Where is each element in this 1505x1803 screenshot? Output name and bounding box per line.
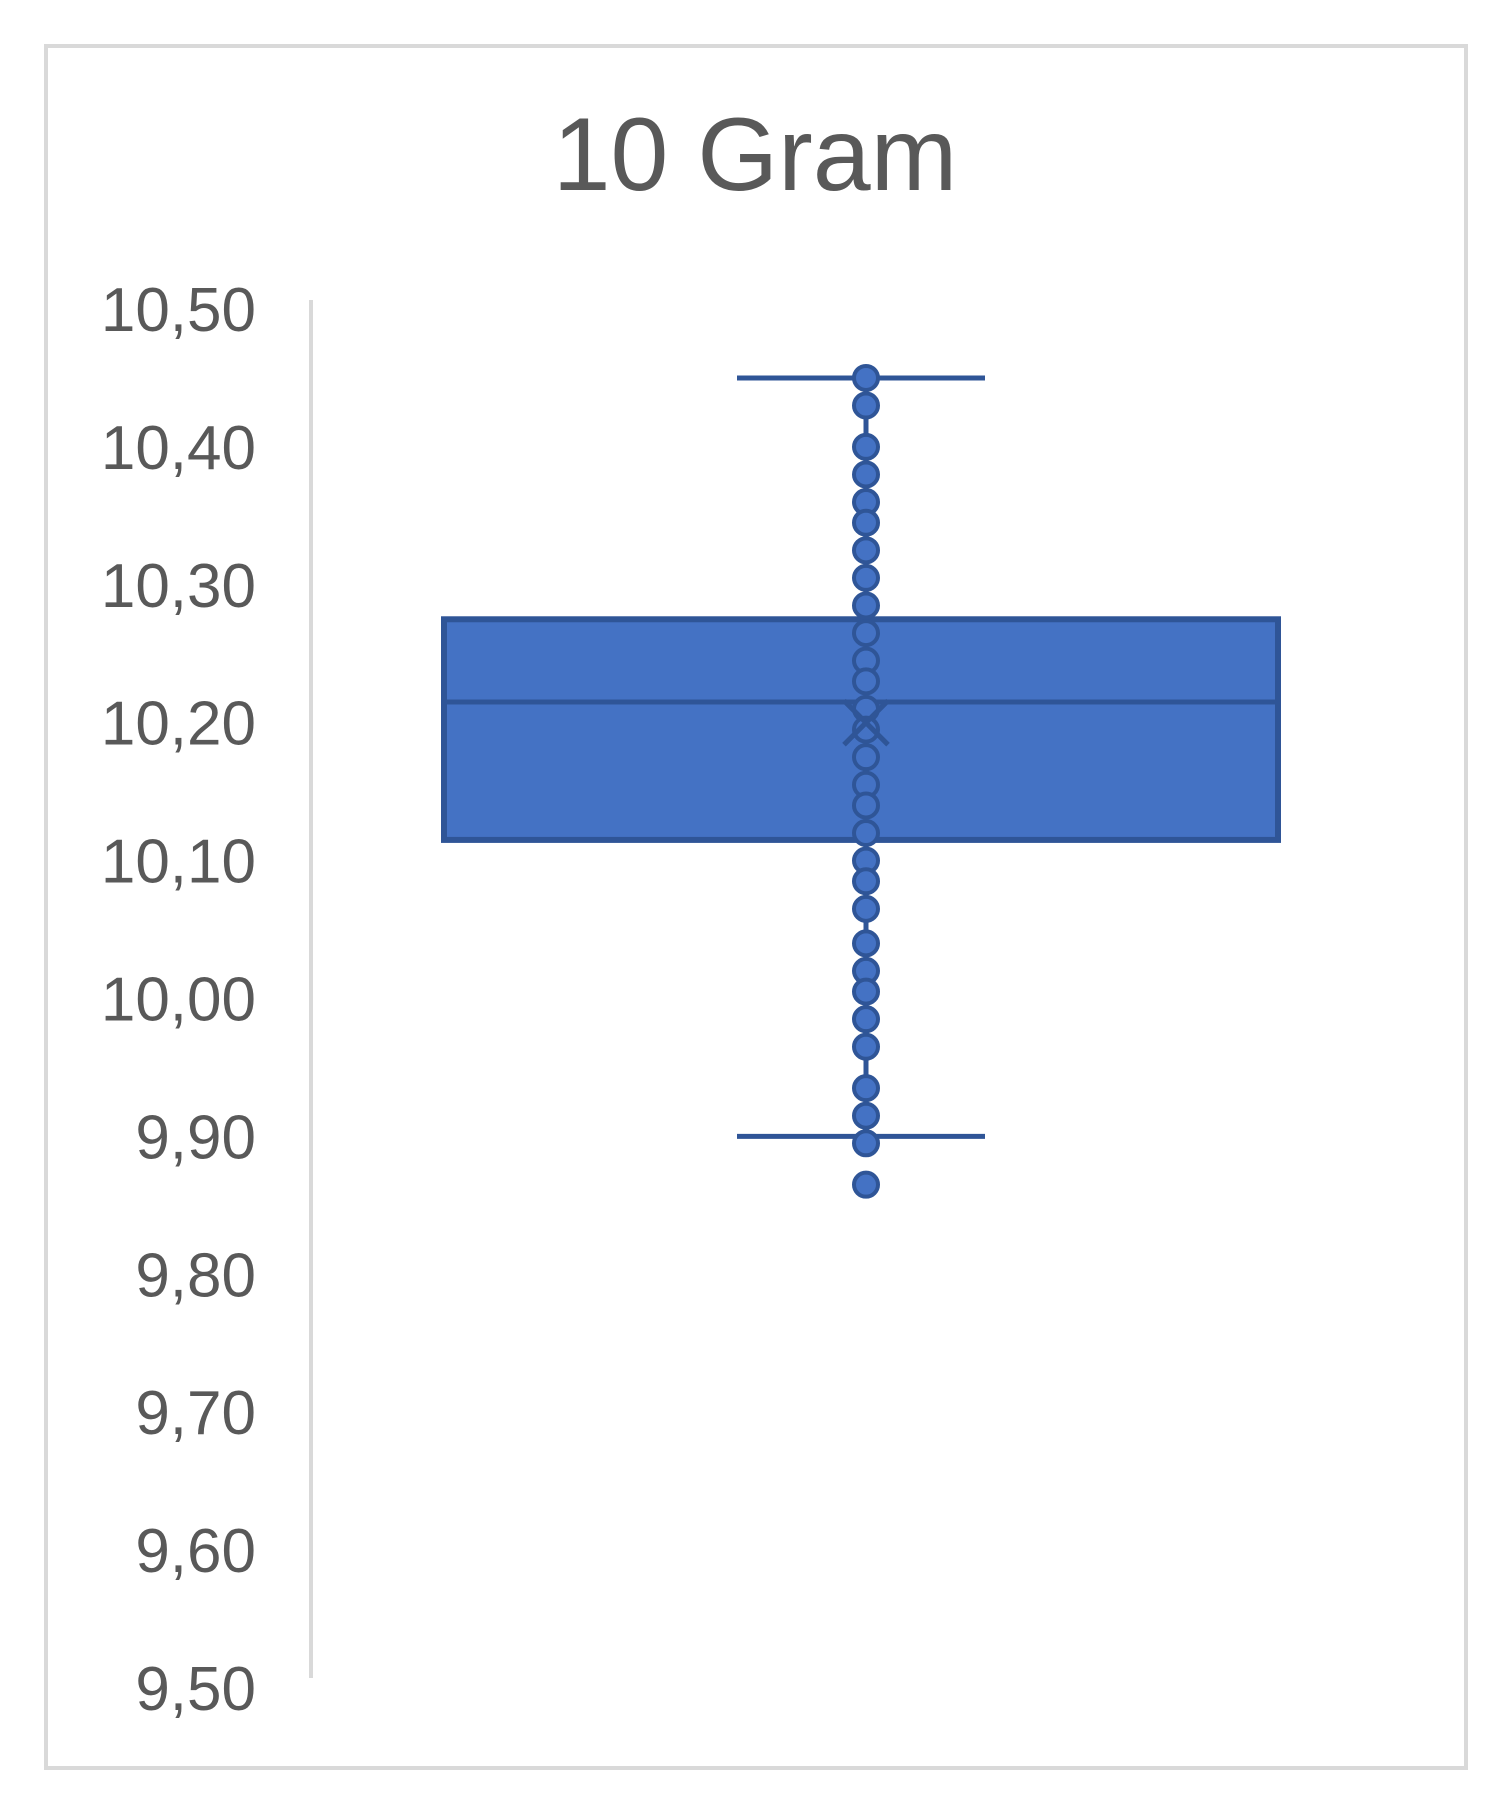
data-point (852, 867, 880, 896)
chart-title: 10 Gram (553, 97, 958, 213)
data-point (852, 1074, 880, 1103)
data-point (852, 715, 880, 744)
mean-marker-stroke (842, 698, 890, 747)
y-tick-label: 10,40 (101, 414, 256, 483)
y-tick-label: 9,60 (135, 1517, 256, 1586)
data-point (852, 929, 880, 958)
data-point (852, 1170, 880, 1199)
data-point (852, 791, 880, 820)
data-point (852, 894, 880, 923)
data-point (852, 536, 880, 565)
data-point (852, 432, 880, 461)
y-tick-label: 10,50 (101, 276, 256, 345)
data-point (852, 591, 880, 620)
y-tick-label: 10,30 (101, 552, 256, 621)
data-point (852, 508, 880, 537)
y-axis-ticks: 9,50 9,60 9,70 9,80 9,90 10,00 10,10 10,20 10,30… (101, 276, 256, 1724)
plot-area (441, 363, 1281, 1199)
y-tick-label: 9,80 (135, 1241, 256, 1310)
y-tick-label: 9,50 (135, 1655, 256, 1724)
data-point (852, 460, 880, 489)
chart-frame (44, 44, 1468, 1770)
data-point (852, 363, 880, 392)
data-point (852, 743, 880, 772)
data-point (852, 1101, 880, 1130)
data-point (852, 819, 880, 848)
data-point (852, 667, 880, 696)
y-tick-label: 9,70 (135, 1379, 256, 1448)
mean-marker (842, 698, 890, 747)
data-point (852, 977, 880, 1006)
y-tick-label: 10,10 (101, 828, 256, 897)
y-tick-label: 9,90 (135, 1103, 256, 1172)
y-tick-label: 10,00 (101, 966, 256, 1035)
data-point (852, 1005, 880, 1034)
data-point (852, 563, 880, 592)
data-point (852, 1032, 880, 1061)
data-point (852, 391, 880, 420)
y-tick-label: 10,20 (101, 690, 256, 759)
data-point (852, 619, 880, 648)
data-point (852, 1129, 880, 1158)
